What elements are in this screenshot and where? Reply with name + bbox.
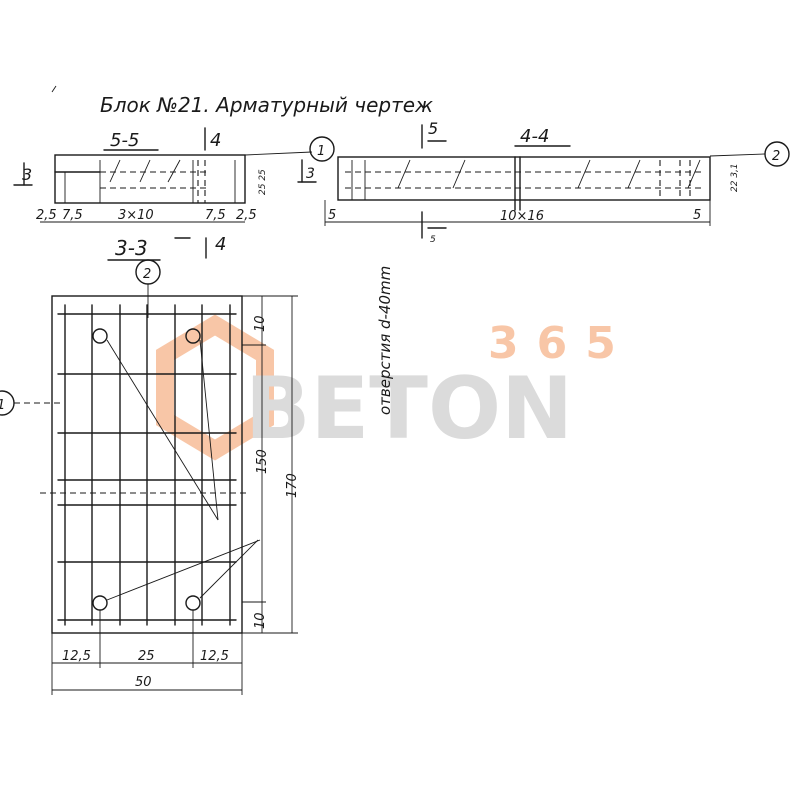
svg-text:1: 1 bbox=[0, 398, 5, 413]
holes-annotation: отверстия d-40mm bbox=[376, 266, 394, 415]
dim-plan-25: 25 bbox=[138, 649, 155, 664]
dim-plan-10-top: 10 bbox=[253, 315, 268, 332]
tick-mark bbox=[51, 85, 57, 93]
dim-5-5-3x10: 3×10 bbox=[118, 208, 154, 223]
dim-4-4-10x16: 10×16 bbox=[500, 209, 544, 224]
section-mark-5-bottom: 5 bbox=[430, 235, 436, 245]
hole-top-right bbox=[185, 328, 201, 344]
drawing-title: Блок №21. Арматурный чертеж bbox=[100, 93, 433, 117]
watermark: 365 BETON bbox=[156, 314, 634, 461]
section-3-3-label: 3-3 bbox=[115, 236, 148, 260]
section-mark-3-left: 3 bbox=[22, 165, 32, 184]
section-mark-5-top: 5 bbox=[428, 119, 438, 138]
dim-5-5-7-5-left: 7,5 bbox=[62, 208, 83, 223]
dim-4-4-5-right: 5 bbox=[693, 208, 701, 223]
dim-5-5-2-5-left: 2,5 bbox=[36, 208, 57, 223]
dim-4-4-vertical: 22 3,1 bbox=[730, 163, 740, 192]
section-5-5-label: 5-5 bbox=[110, 130, 139, 151]
section-mark-3-right: 3 bbox=[306, 166, 315, 182]
section-4-4: 5 4-4 3 5 10×16 5 22 3,1 5 bbox=[297, 119, 766, 245]
plan-view: 2 1 bbox=[0, 259, 394, 695]
watermark-beton: BETON bbox=[245, 359, 573, 459]
svg-text:2: 2 bbox=[772, 149, 780, 164]
dim-plan-170: 170 bbox=[285, 473, 300, 498]
dim-plan-12-5-right: 12,5 bbox=[200, 649, 229, 664]
hole-top-left bbox=[92, 328, 108, 344]
dim-4-4-5-left: 5 bbox=[328, 208, 336, 223]
dim-plan-10-bottom: 10 bbox=[253, 612, 268, 629]
section-4-4-label: 4-4 bbox=[520, 126, 549, 147]
hole-bottom-left bbox=[92, 595, 108, 611]
svg-text:2: 2 bbox=[143, 267, 151, 282]
dim-5-5-vertical: 25 25 bbox=[258, 169, 268, 195]
dim-plan-50: 50 bbox=[135, 675, 152, 690]
callout-2-top: 2 bbox=[764, 141, 790, 167]
watermark-hex-logo bbox=[156, 314, 274, 461]
section-mark-4-bottom: 4 bbox=[215, 234, 226, 255]
svg-text:1: 1 bbox=[317, 144, 325, 159]
dim-plan-12-5-left: 12,5 bbox=[62, 649, 91, 664]
hole-bottom-right bbox=[185, 595, 201, 611]
section-5-5: 5-5 4 3 2,5 7,5 3×10 7,5 2,5 25 25 3-3 4 bbox=[13, 127, 313, 261]
dim-5-5-2-5-right: 2,5 bbox=[236, 208, 257, 223]
dim-plan-150: 150 bbox=[255, 449, 270, 474]
dim-5-5-7-5-right: 7,5 bbox=[205, 208, 226, 223]
watermark-365: 365 bbox=[488, 318, 634, 369]
callout-1-top: 1 bbox=[309, 136, 335, 162]
section-mark-4-top: 4 bbox=[210, 130, 221, 151]
